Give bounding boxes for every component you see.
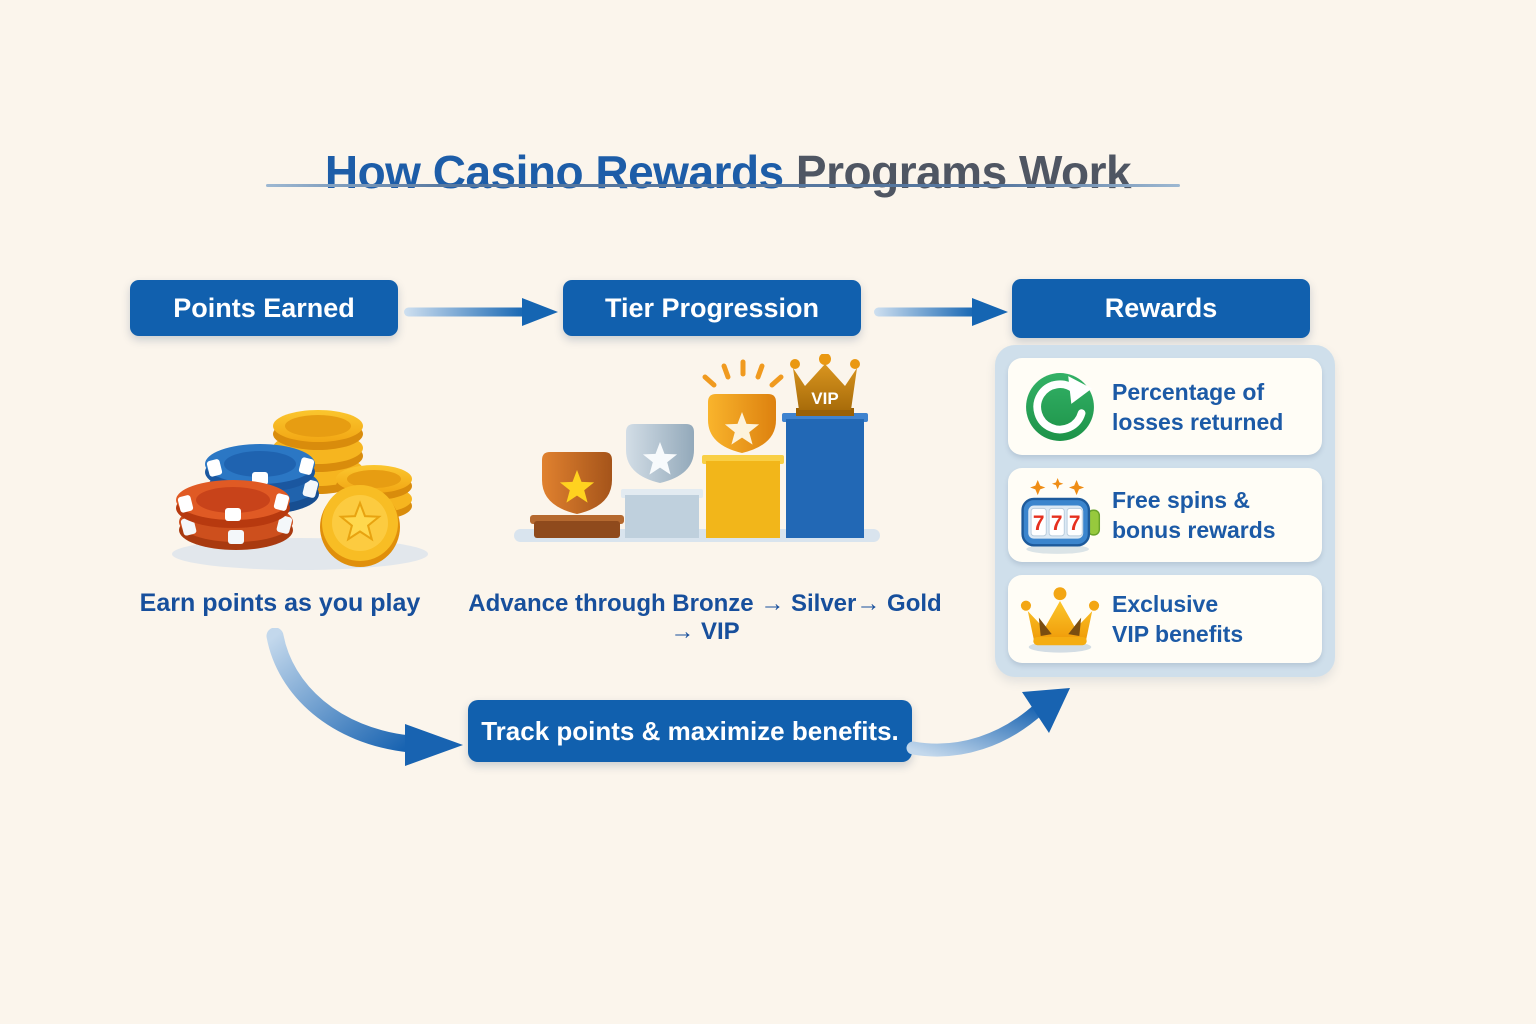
reel-digit: 7 <box>1033 512 1045 535</box>
burst-rays <box>702 359 784 388</box>
summary-banner: Track points & maximize benefits. <box>468 700 912 762</box>
vip-crown-label: VIP <box>811 389 838 408</box>
page-title-rest: Programs Work <box>783 145 1132 198</box>
vip-tier: VIP <box>782 354 868 538</box>
reward-label-line1: Exclusive <box>1112 591 1219 617</box>
flow-step-label: Points Earned <box>173 292 355 323</box>
summary-banner-label: Track points & maximize benefits. <box>481 715 899 746</box>
reel-digit: 7 <box>1051 512 1063 535</box>
flow-step-rewards: Rewards <box>1012 279 1310 338</box>
page-title-highlight: How Casino Rewards <box>324 145 784 198</box>
star-coin <box>320 485 400 567</box>
tier-podium-illustration: VIP <box>514 354 880 542</box>
casino-chips-illustration <box>172 410 428 570</box>
rewards-panel: Percentage of losses returned <box>995 345 1335 677</box>
curved-arrow-icon <box>906 688 1070 757</box>
page-title: How Casino Rewards Programs Work <box>0 145 1456 199</box>
flow-step-tier-progression: Tier Progression <box>563 280 861 336</box>
reward-label-line1: Percentage of <box>1112 378 1265 405</box>
red-chip-stack <box>176 480 293 550</box>
reward-card-cashback: Percentage of losses returned <box>1008 358 1322 455</box>
slot-machine-icon: 7 7 7 <box>1008 472 1112 558</box>
reward-card-free-spins: 7 7 7 Free spins & bonus rewards <box>1008 468 1322 562</box>
caption-points-earned: Earn points as you play <box>139 589 421 617</box>
curved-arrow-icon <box>266 628 463 766</box>
flow-step-label: Rewards <box>1104 293 1218 323</box>
flow-step-label: Tier Progression <box>604 292 820 323</box>
bronze-tier <box>530 452 624 538</box>
crown-icon <box>1008 584 1112 654</box>
reward-label: Exclusive VIP benefits <box>1112 589 1243 649</box>
arrow-right-icon <box>404 298 558 326</box>
reward-label: Percentage of losses returned <box>1112 377 1283 437</box>
reward-label-line2: VIP benefits <box>1112 621 1244 647</box>
gold-tier <box>702 359 784 538</box>
caption-tier-progression: Advance through Bronze → Silver→ Gold → … <box>468 590 942 645</box>
flow-step-points-earned: Points Earned <box>130 280 398 336</box>
reward-label-line2: losses returned <box>1112 408 1284 435</box>
sparkles <box>1030 478 1085 496</box>
reward-label-line2: bonus rewards <box>1112 517 1276 543</box>
arrow-right-icon <box>874 298 1008 326</box>
reward-label: Free spins & bonus rewards <box>1112 485 1276 545</box>
reward-label-line1: Free spins & <box>1112 487 1251 513</box>
cashback-icon <box>1008 371 1112 443</box>
reel-digit: 7 <box>1069 512 1081 535</box>
title-underline <box>266 184 1180 187</box>
reward-card-vip: Exclusive VIP benefits <box>1008 575 1322 663</box>
silver-tier <box>621 424 703 538</box>
